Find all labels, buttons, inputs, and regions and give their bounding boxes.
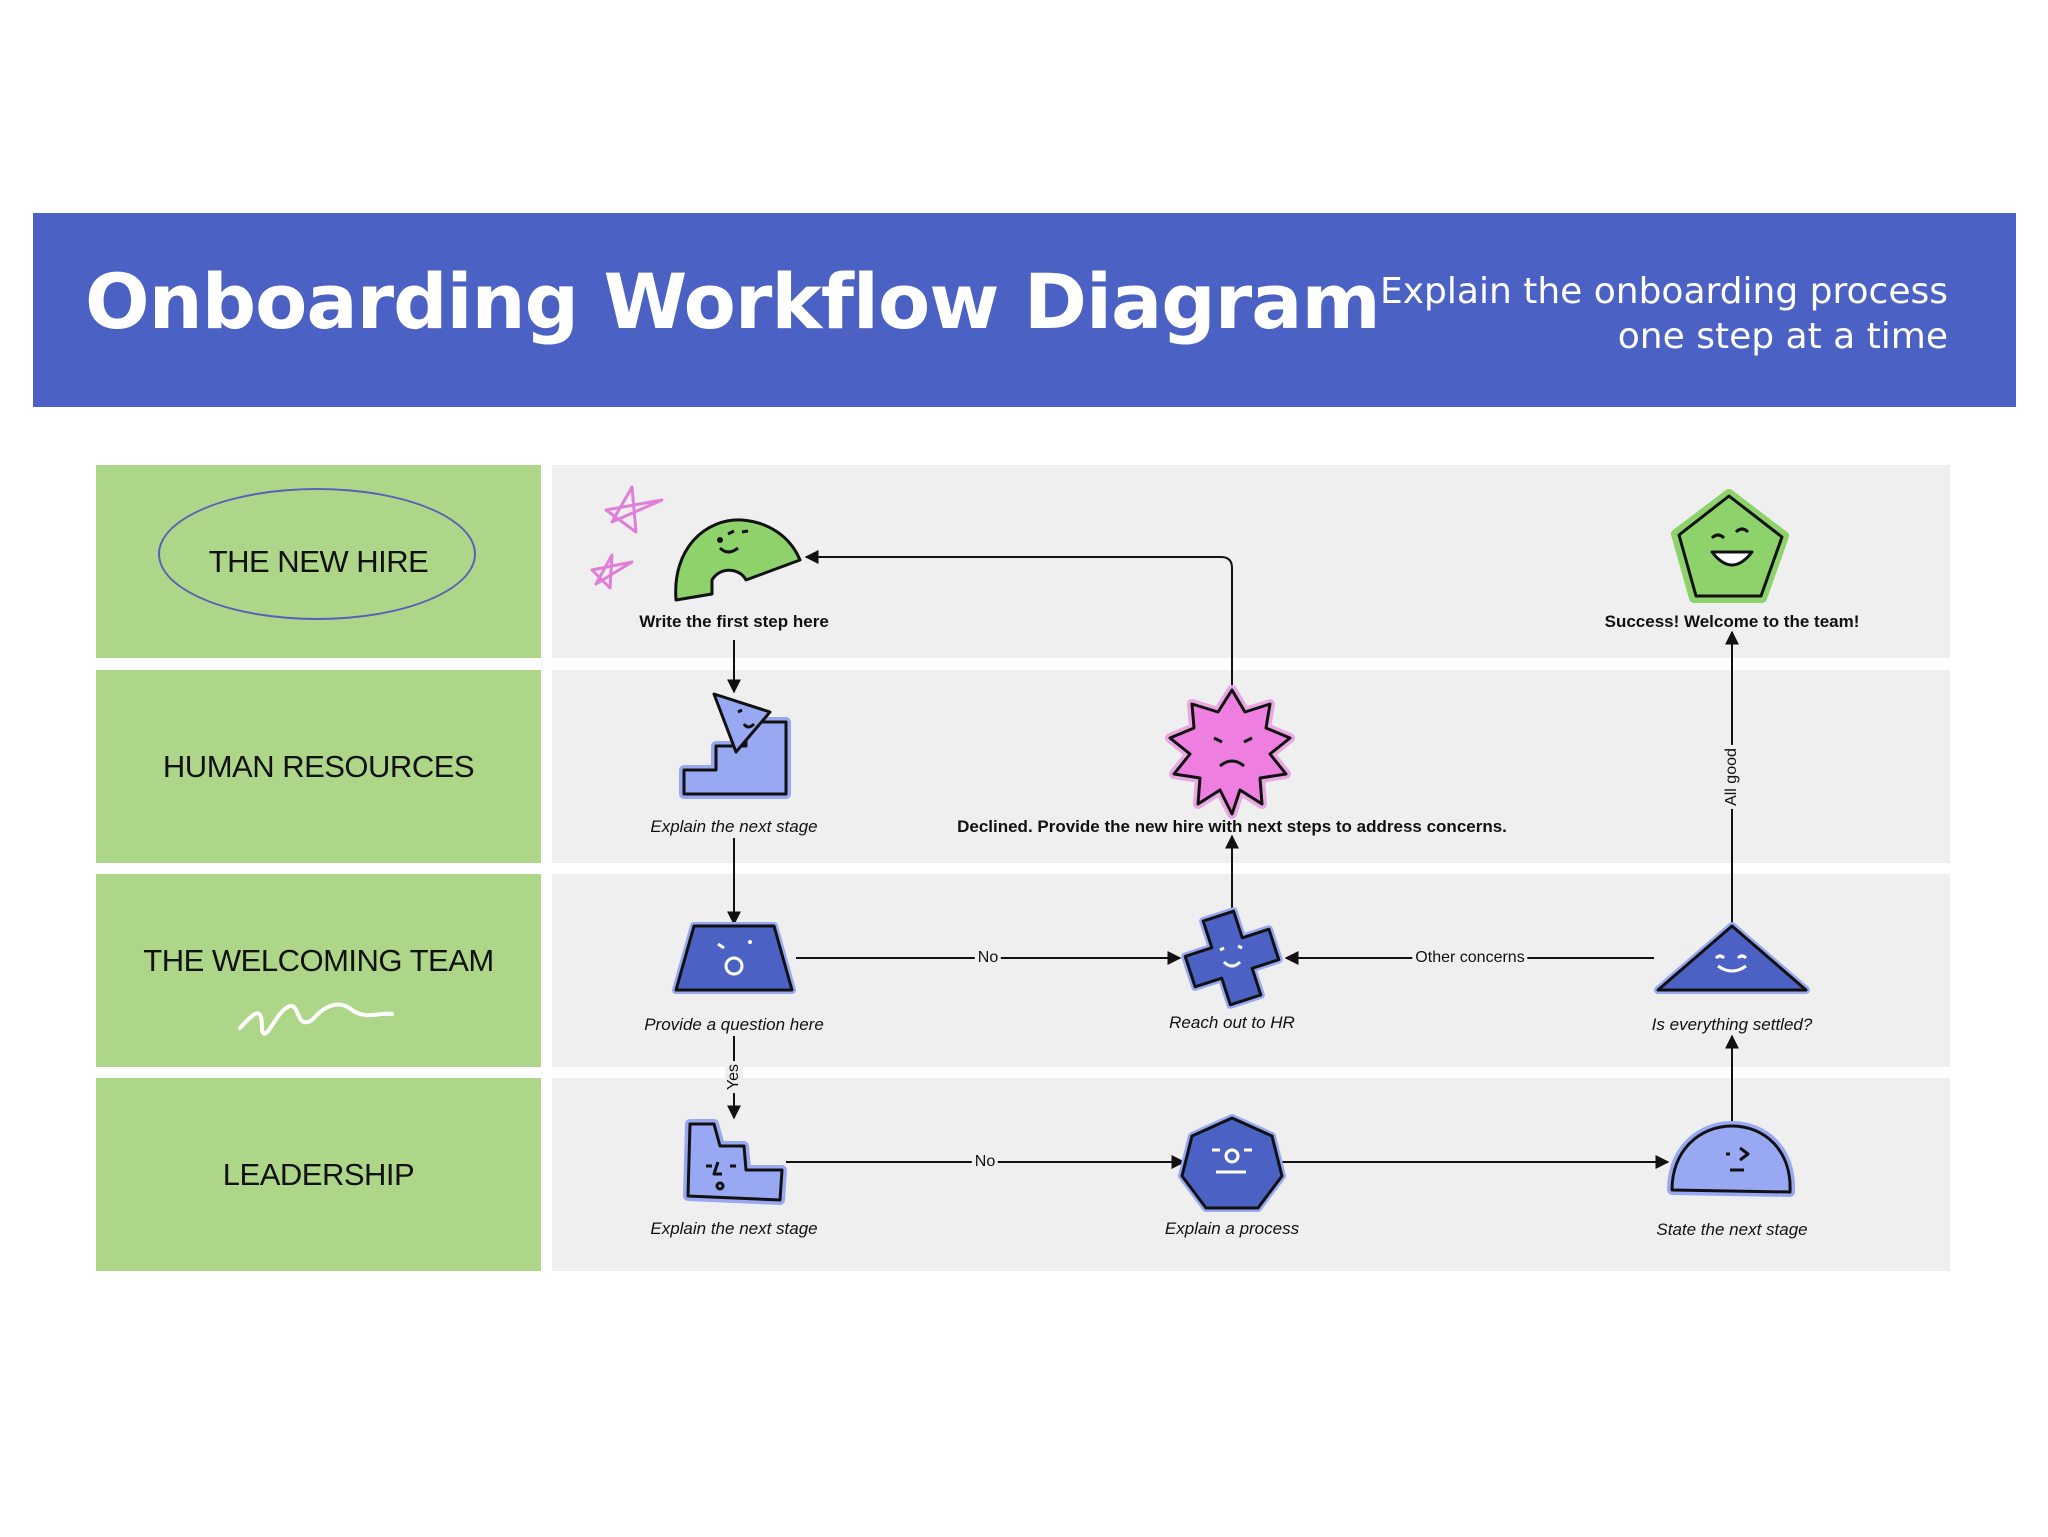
star-doodle-icon — [604, 485, 664, 534]
node-label-hr-next-stage: Explain the next stage — [650, 817, 818, 836]
state-next-shape — [1667, 1121, 1796, 1197]
header-banner: Onboarding Workflow Diagram Explain the … — [33, 213, 2016, 407]
subtitle-line-1: Explain the onboarding process — [1379, 271, 1948, 312]
node-label-question: Provide a question here — [644, 1015, 824, 1034]
squiggle-decoration — [238, 1002, 394, 1036]
lane-title-human-resources: HUMAN RESOURCES — [162, 748, 475, 784]
edge-label-yes: Yes — [725, 1060, 743, 1094]
leadership-block-shape — [683, 1119, 787, 1205]
declined-starburst-shape — [1165, 685, 1295, 819]
lane-title-welcoming-team: THE WELCOMING TEAM — [143, 942, 494, 978]
question-shape — [672, 922, 796, 994]
edge-label-no-1: No — [974, 949, 1002, 967]
page-title: Onboarding Workflow Diagram — [85, 257, 1381, 346]
lane-label-human-resources: HUMAN RESOURCES — [96, 670, 541, 863]
hand-drawn-oval — [158, 488, 476, 620]
subtitle-line-2: one step at a time — [1617, 316, 1948, 357]
edge-declined-to-first-step — [804, 550, 1233, 688]
first-step-shape — [674, 518, 802, 602]
star-doodle-icon — [590, 553, 634, 590]
node-label-success: Success! Welcome to the team! — [1604, 612, 1860, 631]
lane-label-welcoming-team: THE WELCOMING TEAM — [96, 874, 541, 1067]
lane-label-leadership: LEADERSHIP — [96, 1078, 541, 1271]
edge-label-other-concerns: Other concerns — [1412, 949, 1528, 967]
edge-label-all-good: All good — [1723, 745, 1741, 809]
settled-triangle-shape — [1654, 922, 1810, 994]
node-label-reach-hr: Reach out to HR — [1169, 1013, 1295, 1032]
process-heptagon-shape — [1178, 1114, 1286, 1212]
node-label-leadership-next-stage: Explain the next stage — [650, 1219, 818, 1238]
success-shape — [1671, 489, 1789, 603]
node-label-first-step: Write the first step here — [639, 612, 829, 631]
page-subtitle: Explain the onboarding process one step … — [1380, 269, 1948, 359]
node-label-process: Explain a process — [1164, 1219, 1300, 1238]
edge-label-no-2: No — [971, 1153, 999, 1171]
hr-stairs-shape — [679, 692, 791, 799]
node-label-declined: Declined. Provide the new hire with next… — [957, 817, 1507, 836]
node-label-state-next: State the next stage — [1656, 1220, 1808, 1239]
edges — [727, 550, 1739, 1169]
node-label-settled: Is everything settled? — [1651, 1015, 1813, 1034]
reach-hr-shape — [1181, 907, 1283, 1009]
lane-title-leadership: LEADERSHIP — [222, 1156, 415, 1192]
lane-title-new-hire: THE NEW HIRE — [208, 543, 429, 579]
